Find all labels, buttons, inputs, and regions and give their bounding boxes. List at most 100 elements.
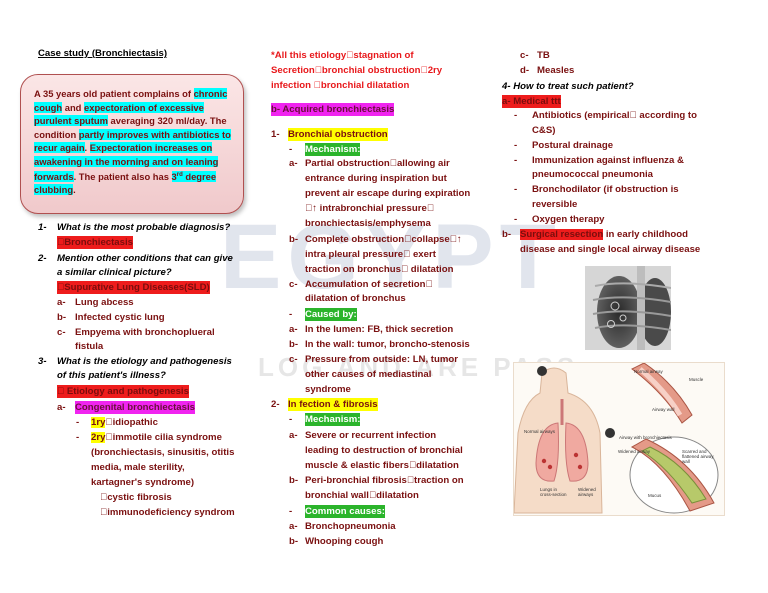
- label-normal-airway: Normal airway: [634, 369, 663, 374]
- common-b: Whooping cough: [305, 536, 384, 547]
- mech-dash: -: [289, 144, 293, 155]
- ry1-dash: -: [76, 417, 80, 428]
- q2-number: 2-: [38, 253, 47, 264]
- label-widened-airway: Widened airway: [618, 449, 651, 454]
- mech-a-marker: a-: [289, 158, 298, 169]
- cause-c-3: syndrome: [305, 384, 351, 395]
- etiology-note-3: infection  bronchial dilatation: [271, 80, 410, 91]
- mech-a-2: entrance during inspiration but: [305, 173, 447, 184]
- q2-item-c-cont: fistula: [75, 341, 104, 352]
- mechanism-label: Mechanism:: [305, 143, 361, 156]
- mech-b-3: traction on bronchus  dilatation: [305, 264, 454, 275]
- ry2-prefix: 2ry: [91, 432, 106, 443]
- ry1-prefix: 1ry: [91, 417, 106, 428]
- case-text: A 35 years old patient complains of chro…: [34, 88, 231, 196]
- med-2: Postural drainage: [532, 140, 614, 151]
- s2-number: 2-: [271, 399, 280, 410]
- mech2-a-marker: a-: [289, 430, 298, 441]
- s1-number: 1-: [271, 129, 280, 140]
- q3-text-1: What is the etiology and pathogenesis: [57, 356, 232, 367]
- case-heading: Case study (Bronchiectasis): [38, 48, 168, 59]
- common-a-marker: a-: [289, 521, 298, 532]
- mech-c-2: dilatation of bronchus: [305, 293, 406, 304]
- label-lungs-cross-section: Lungs in cross-section: [540, 487, 567, 497]
- med-5: Oxygen therapy: [532, 214, 605, 225]
- label-airway-bronchiectasis: Airway with bronchiectasis: [619, 435, 672, 440]
- sub-immunodeficiency:  immunodeficiency syndrom: [100, 507, 235, 518]
- q2-item-b: Infected cystic lung: [75, 312, 165, 323]
- mech2-b-2: bronchial wall dilatation: [305, 490, 419, 501]
- cause-b-marker: b-: [289, 339, 299, 350]
- mech-a-4:  ↑ intrabronchial pressure : [305, 203, 435, 214]
- med-1-a: Antibiotics (empirical  according to: [532, 110, 697, 121]
- mech2-a-1: Severe or recurrent infection: [305, 430, 437, 441]
- cause-c-2: other causes of mediastinal: [305, 369, 432, 380]
- med-4-b: reversible: [532, 199, 578, 210]
- q3-item-a: Congenital bronchiectasis: [75, 401, 195, 414]
- q4-text: 4- How to treat such patient?: [502, 81, 634, 92]
- label-muscle: Muscle: [689, 377, 704, 382]
- q2-item-c-marker: c-: [57, 327, 66, 338]
- cause-c-1: Pressure from outside: LN, tumor: [305, 354, 458, 365]
- mech-b-2: intra pleural pressure  exert: [305, 249, 436, 260]
- surgical-highlight: Surgical resection: [520, 229, 604, 240]
- q3-item-a-marker: a-: [57, 402, 66, 413]
- surgical-rest: in early childhood: [603, 229, 688, 240]
- sub-cystic-fibrosis:  cystic fibrosis: [100, 492, 172, 503]
- q2-item-a: Lung abcess: [75, 297, 134, 308]
- q2-item-b-marker: b-: [57, 312, 67, 323]
- s1-heading: Bronchial obstruction: [288, 128, 388, 141]
- med-2-dash: -: [514, 140, 518, 151]
- col3-item-d: Measles: [537, 65, 575, 76]
- col3-item-d-marker: d-: [520, 65, 530, 76]
- q3-answer-heading:   Etiology and pathogenesis: [57, 385, 189, 398]
- col3-item-c-marker: c-: [520, 50, 529, 61]
- q3-number: 3-: [38, 356, 47, 367]
- mech-a-1: Partial obstruction allowing air: [305, 158, 450, 169]
- label-mucus: Mucus: [648, 493, 662, 498]
- q1-answer:  Bronchiectasis: [57, 236, 133, 249]
- chest-xray-image: [585, 266, 671, 350]
- mech2-a-2: leading to destruction of bronchial: [305, 445, 463, 456]
- med-3-a: Immunization against influenza &: [532, 155, 684, 166]
- bronchiectasis-illustration: Normal airway Muscle Airway wall Normal …: [513, 362, 725, 516]
- cause-c-marker: c-: [289, 354, 298, 365]
- mech-c-marker: c-: [289, 279, 298, 290]
- watermark-logo: EGYPT: [220, 206, 562, 308]
- q1-text: What is the most probable diagnosis?: [57, 222, 231, 233]
- etiology-note-2: Secretion bronchial obstruction 2ry: [271, 65, 443, 76]
- med-5-dash: -: [514, 214, 518, 225]
- ry2-text:  immotile cilia syndrome: [105, 432, 222, 443]
- mech2-b-marker: b-: [289, 475, 299, 486]
- mech2-dash: -: [289, 414, 293, 425]
- surgical-line-1: Surgical resection in early childhood: [520, 228, 688, 241]
- med-1-b: C&S): [532, 125, 556, 136]
- q3-text-2: of this patient's illness?: [57, 370, 166, 381]
- cause-a-marker: a-: [289, 324, 298, 335]
- cause-a: In the lumen: FB, thick secretion: [305, 324, 454, 335]
- etiology-note-1: *All this etiology stagnation of: [271, 50, 414, 61]
- ry2-detail-3: kartagner's syndrome): [91, 477, 195, 488]
- s2-heading: In fection & fibrosis: [288, 398, 378, 411]
- common-dash: -: [289, 506, 293, 517]
- med-3-dash: -: [514, 155, 518, 166]
- caused-dash: -: [289, 309, 293, 320]
- q1-number: 1-: [38, 222, 47, 233]
- common-b-marker: b-: [289, 536, 299, 547]
- q2-text-2: a similar clinical picture?: [57, 267, 172, 278]
- q2-item-a-marker: a-: [57, 297, 66, 308]
- ry2-detail-2: media, male sterility,: [91, 462, 185, 473]
- q2-text-1: Mention other conditions that can give: [57, 253, 233, 264]
- ry1-line: 1ry idiopathic: [91, 416, 158, 429]
- mech-b-1: Complete obstruction collapse ↑: [305, 234, 462, 245]
- common-causes-label: Common causes:: [305, 505, 385, 518]
- ry1-text:  idiopathic: [105, 417, 158, 428]
- ry2-dash: -: [76, 432, 80, 443]
- caused-by-label: Caused by:: [305, 308, 357, 321]
- label-airway-wall: Airway wall: [652, 407, 675, 412]
- surgical-marker: b-: [502, 229, 512, 240]
- illustration-graphic: [513, 362, 719, 514]
- med-1-dash: -: [514, 110, 518, 121]
- label-normal-airways: Normal airways: [524, 429, 556, 434]
- med-4-dash: -: [514, 184, 518, 195]
